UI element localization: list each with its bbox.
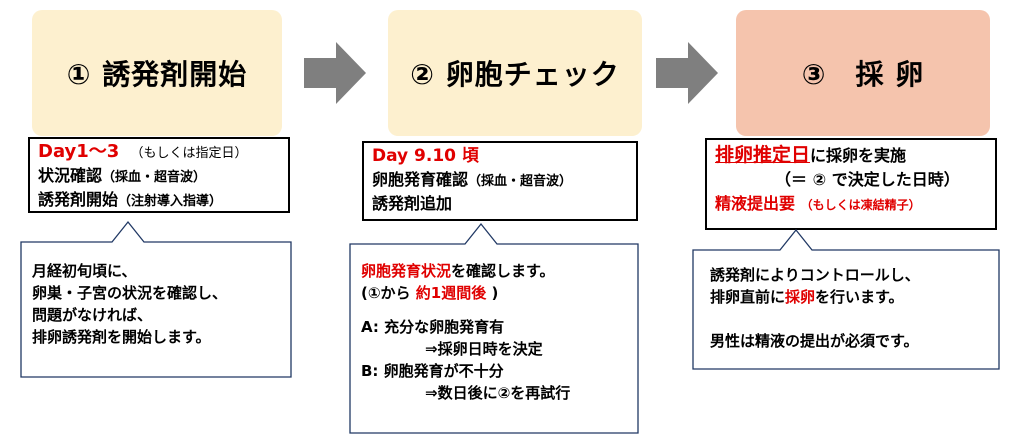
callout-line: 卵巣・子宮の状況を確認し、 <box>32 284 228 302</box>
timing-prefix: (①から <box>361 284 416 302</box>
follicle-check: 卵胞発育確認 <box>372 170 469 189</box>
step-3-callout: 誘発剤によりコントロールし、 排卵直前に採卵を行います。 男性は精液の提出が必須… <box>692 228 1000 370</box>
case-b-label: B: 卵胞発育が不十分 <box>361 362 504 380</box>
before-ovulation: 排卵直前に <box>710 288 786 306</box>
follicle-status: 卵胞発育状況 <box>361 262 452 280</box>
case-a-label: A: 充分な卵胞発育有 <box>361 318 505 336</box>
right-arrow-icon <box>304 42 366 104</box>
step-1-details: Day1～3 （もしくは指定日） 状況確認（採血・超音波） 誘発剤開始（注射導入… <box>28 137 290 213</box>
case-a-result: ⇒採卵日時を決定 <box>425 340 543 358</box>
retrieval-note: に採卵を実施 <box>810 146 907 165</box>
day-range: Day 9.10 頃 <box>372 146 479 166</box>
step-3-header: ③ 採 卵 <box>736 10 990 136</box>
timing-suffix: ) <box>486 284 499 302</box>
callout-line: 月経初旬頃に、 <box>32 262 137 280</box>
perform-text: を行います。 <box>815 288 904 306</box>
callout-line: 排卵誘発剤を開始します。 <box>32 328 211 346</box>
ovulation-day: 排卵推定日 <box>715 144 811 166</box>
step-1-callout: 月経初旬頃に、 卵巣・子宮の状況を確認し、 問題がなければ、 排卵誘発剤を開始し… <box>20 220 292 378</box>
step-1-label: ① 誘発剤開始 <box>66 58 248 91</box>
status-check: 状況確認 <box>38 166 103 185</box>
egg-retrieval: 採卵 <box>785 288 816 306</box>
male-semen-note: 男性は精液の提出が必須です。 <box>710 332 919 350</box>
step-3-label: ③ 採 卵 <box>801 58 925 91</box>
inducer-start: 誘発剤開始 <box>38 190 119 209</box>
frozen-sperm-note: （もしくは凍結精子） <box>800 198 921 212</box>
right-arrow-icon <box>656 42 718 104</box>
decided-datetime: （＝ ② で決定した日時） <box>775 170 960 189</box>
control-text: 誘発剤によりコントロールし、 <box>710 266 920 284</box>
case-b-result: ⇒数日後に②を再試行 <box>425 384 571 402</box>
inducer-start-note: （注射導入指導） <box>118 194 223 209</box>
step-2-header: ② 卵胞チェック <box>388 10 642 136</box>
one-week-later: 約1週間後 <box>415 284 487 302</box>
step-2-label: ② 卵胞チェック <box>410 58 620 91</box>
semen-required: 精液提出要 <box>715 194 796 213</box>
step-2-details: Day 9.10 頃 卵胞発育確認（採血・超音波） 誘発剤追加 <box>362 141 638 221</box>
status-check-note: （採血・超音波） <box>102 170 207 185</box>
follicle-check-note: （採血・超音波） <box>468 174 573 189</box>
step-1-header: ① 誘発剤開始 <box>32 10 282 136</box>
day-range: Day1～3 <box>38 141 120 162</box>
callout-line: 問題がなければ、 <box>32 306 153 324</box>
step-3-details: 排卵推定日に採卵を実施 （＝ ② で決定した日時） 精液提出要 （もしくは凍結精… <box>705 138 997 230</box>
day-note: （もしくは指定日） <box>130 146 248 161</box>
inducer-add: 誘発剤追加 <box>372 194 453 213</box>
confirm-text: を確認します。 <box>451 262 555 280</box>
step-2-callout: 卵胞発育状況を確認します。 (①から 約1週間後 ) A: 充分な卵胞発育有 ⇒… <box>349 222 639 434</box>
